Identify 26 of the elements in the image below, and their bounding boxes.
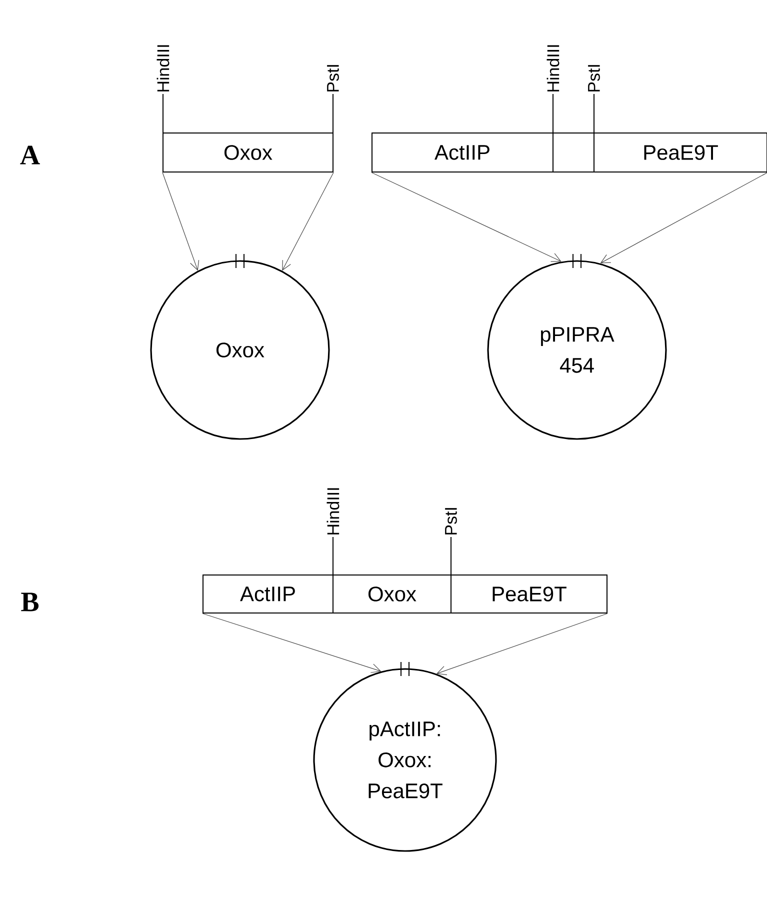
restriction-site-label: HindIII [546, 45, 560, 92]
panel-letter: B [21, 592, 39, 612]
gene-segment-box: PeaE9T [594, 132, 767, 172]
restriction-site-label: HindIII [156, 45, 170, 92]
gene-segment-box: PeaE9T [450, 574, 608, 614]
gene-segment-box: Oxox [162, 132, 334, 172]
restriction-site-line [450, 536, 452, 575]
arrow [371, 172, 562, 262]
arrow [162, 172, 200, 271]
panel-letter: A [20, 146, 40, 164]
arrow [436, 613, 608, 676]
gene-segment-box: ActIIP [372, 132, 554, 172]
restriction-site-line [162, 94, 164, 133]
segment-box [552, 132, 594, 172]
restriction-site-line [552, 94, 554, 133]
arrow [282, 172, 334, 271]
restriction-site-label: PstI [327, 65, 339, 92]
restriction-site-label: PstI [445, 508, 457, 534]
restriction-site-line [332, 94, 334, 133]
gene-segment-box: Oxox [332, 574, 452, 614]
restriction-site-label: PstI [588, 65, 600, 92]
arrow [202, 613, 382, 673]
restriction-site-label: HindIII [326, 488, 340, 534]
gene-segment-box: ActIIP [202, 574, 334, 614]
arrow [600, 172, 767, 264]
restriction-site-line [332, 536, 334, 575]
